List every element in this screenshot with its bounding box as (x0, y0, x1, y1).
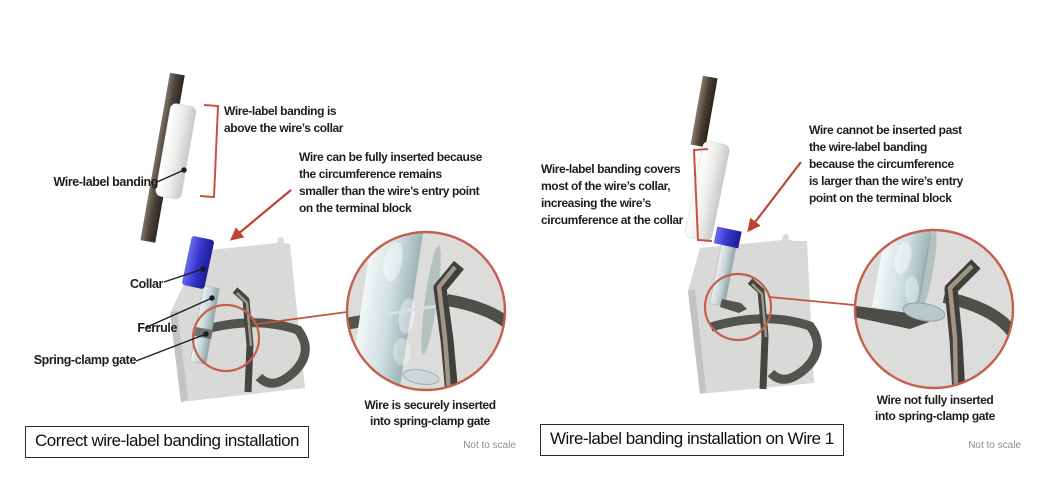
left-wire-label-banding (155, 103, 197, 200)
left-leader-lines (135, 169, 213, 362)
right-highlight-circle (703, 272, 773, 342)
right-annotation-insertion: Wire cannot be inserted past the wire-la… (809, 123, 963, 205)
label-spring-clamp-gate: Spring-clamp gate (33, 353, 137, 367)
left-banding-bracket (199, 104, 220, 199)
left-highlight-circle (191, 303, 261, 373)
right-magnified-view (853, 228, 1015, 390)
left-zoom-ferrule-tip (402, 369, 440, 385)
right-annotation-banding-position: Wire-label banding covers most of the wi… (541, 162, 683, 227)
right-insertion-arrow (747, 161, 802, 233)
left-annotation-banding-position: Wire-label banding is above the wire’s c… (224, 104, 344, 135)
label-ferrule: Ferrule (137, 321, 177, 335)
right-zoom-caption: Wire not fully inserted into spring-clam… (875, 393, 995, 423)
right-magnifier-ring (853, 228, 1015, 390)
right-banding-bracket (692, 148, 713, 242)
left-not-to-scale: Not to scale (463, 440, 516, 451)
left-insertion-arrow (229, 189, 292, 241)
left-panel-title: Correct wire-label banding installation (25, 426, 309, 458)
left-zoom-ferrule (350, 232, 425, 384)
left-magnifier-connector (256, 311, 348, 325)
left-zoom-caption: Wire is securely inserted into spring-cl… (364, 398, 496, 428)
left-wire-assembly (140, 72, 220, 365)
label-wire-label-banding: Wire-label banding (53, 175, 158, 189)
right-spring-clamp-back (709, 314, 822, 384)
left-zoom-clamp-band (445, 294, 505, 344)
right-magnifier-connector (768, 296, 855, 306)
right-panel-title: Wire-label banding installation on Wire … (540, 424, 844, 456)
right-wire (690, 75, 718, 148)
left-magnifier-ring (345, 230, 507, 392)
right-terminal-block (688, 234, 814, 394)
label-collar: Collar (129, 277, 163, 291)
right-zoom-clamp-tab (855, 306, 929, 329)
right-spring-clamp-front (720, 278, 769, 390)
left-annotation-insertion: Wire can be fully inserted because the c… (299, 150, 483, 215)
left-spring-clamp-back (197, 318, 310, 388)
right-collar-sliver (713, 226, 742, 249)
left-magnified-view (345, 230, 507, 392)
left-leader-dots (181, 167, 215, 337)
right-gate-tab (720, 299, 747, 313)
left-collar (182, 236, 214, 289)
right-zoom-ferrule-tip (902, 302, 946, 322)
right-not-to-scale: Not to scale (968, 440, 1021, 451)
